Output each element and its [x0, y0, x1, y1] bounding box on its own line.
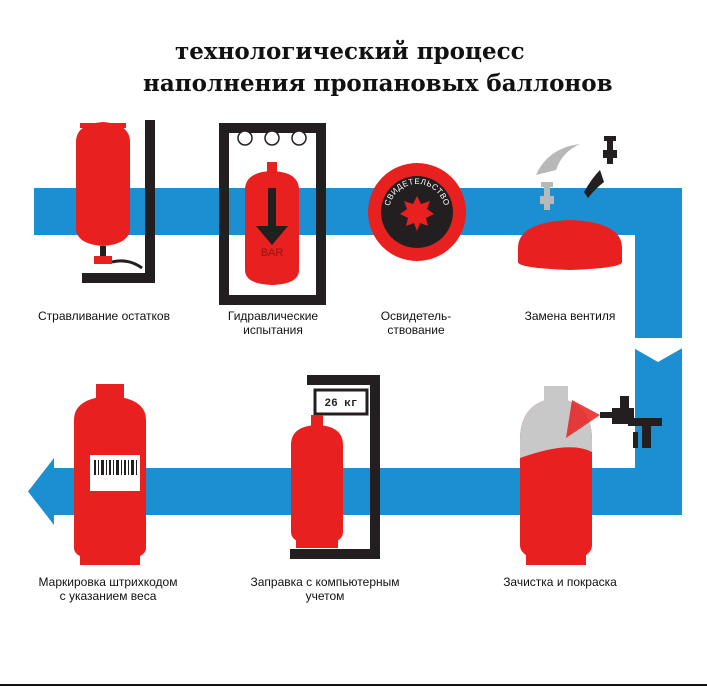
process-flow-band	[34, 188, 682, 515]
caption-valve-replacement: Замена вентиля	[524, 309, 616, 323]
old-valve-icon	[540, 182, 554, 210]
step-filling	[290, 375, 380, 559]
new-valve-cylinder-icon	[518, 220, 622, 270]
barcode-icon	[94, 460, 137, 475]
scale-display	[313, 388, 369, 416]
title-line-1: технологический процесс	[175, 38, 525, 65]
bottom-border	[0, 684, 707, 686]
paint-spray-icon	[566, 400, 600, 438]
flow-turn-chevron	[616, 338, 700, 362]
caption-certification: Освидетель- ствование	[380, 309, 452, 337]
step-draining	[76, 120, 155, 283]
scale-weight-readout: 26 кг	[324, 398, 357, 410]
step-valve-replacement	[518, 136, 622, 270]
cylinder-pressure-label: BAR	[261, 247, 284, 259]
draining-cylinder-icon	[76, 122, 130, 246]
step-draining-frame	[82, 120, 155, 283]
filled-cylinder-icon	[291, 425, 343, 545]
pressure-gauge-icon	[265, 131, 279, 145]
step-cleaning-painting	[520, 386, 662, 565]
valve-swap-arrow-icon	[536, 144, 580, 175]
spray-gun-icon	[600, 396, 662, 448]
valve-swap-arrow-icon	[584, 170, 604, 198]
caption-draining: Стравливание остатков	[38, 309, 170, 323]
step-hydraulic-testing	[219, 123, 326, 305]
caption-filling: Заправка с компьютерным учетом	[250, 575, 400, 603]
caption-barcode-marking: Маркировка штрихкодом с указанием веса	[38, 575, 178, 603]
flow-end-arrow	[28, 458, 54, 525]
valve-icon	[603, 136, 617, 164]
caption-cleaning-painting: Зачистка и покраска	[503, 575, 617, 589]
pressure-gauge-icon	[238, 131, 252, 145]
pressure-arrow-icon	[256, 226, 288, 245]
pressure-gauge-icon	[292, 131, 306, 145]
title-line-2: наполнения пропановых баллонов	[143, 70, 613, 97]
test-chamber-frame	[219, 123, 326, 305]
scale-frame	[290, 375, 380, 559]
caption-hydraulic-testing: Гидравлические испытания	[227, 309, 319, 337]
step-certification	[368, 163, 466, 261]
